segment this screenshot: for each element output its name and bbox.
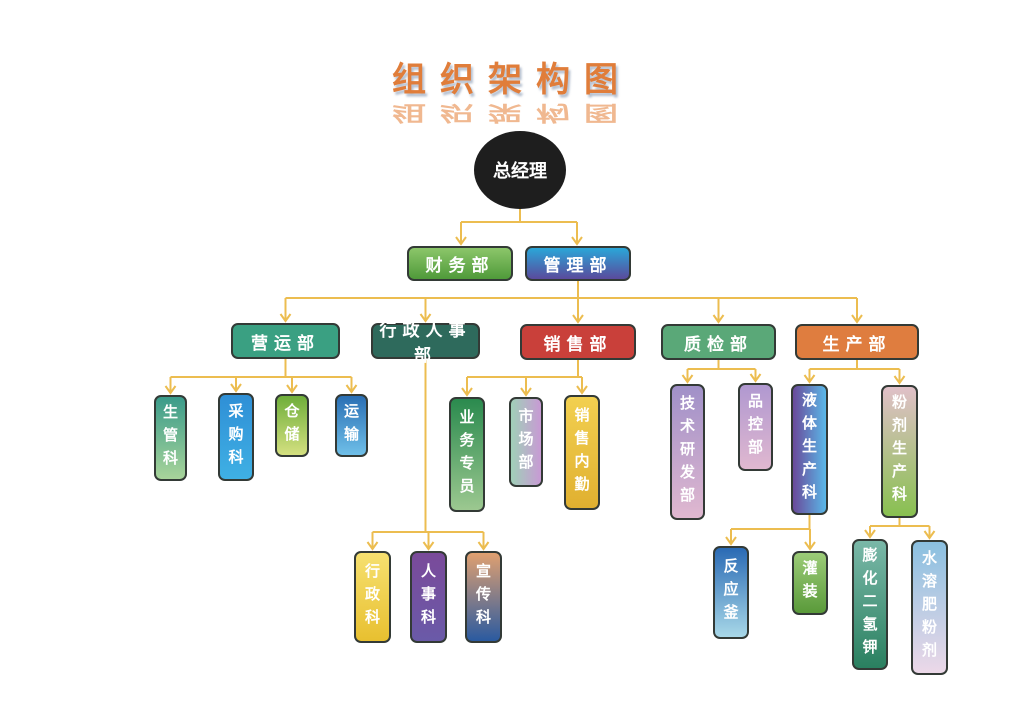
arrow-head-icon	[851, 314, 863, 324]
node-administration[interactable]: 行政科	[354, 551, 391, 643]
arrow-head-icon	[803, 374, 816, 384]
node-general-manager[interactable]: 总经理	[474, 131, 566, 209]
node-liquid-production[interactable]: 液体生产科	[791, 384, 828, 515]
arrow-head-icon	[576, 385, 588, 395]
arrow-head-icon	[279, 313, 292, 323]
node-finance-dept[interactable]: 财务部	[407, 246, 513, 281]
arrow-head-icon	[461, 387, 473, 397]
node-publicity[interactable]: 宣传科	[465, 551, 502, 643]
node-sales-rep[interactable]: 业务专员	[449, 397, 485, 512]
arrow-head-icon	[419, 313, 432, 323]
chart-title: 组织架构图	[392, 60, 632, 100]
arrow-head-icon	[864, 529, 876, 539]
node-sales-office[interactable]: 销售内勤	[564, 395, 600, 510]
node-filling[interactable]: 灌装	[792, 551, 828, 615]
arrow-head-icon	[164, 385, 177, 395]
arrow-head-icon	[477, 541, 490, 551]
node-warehouse[interactable]: 仓储	[275, 394, 309, 457]
node-operations-dept[interactable]: 营运部	[231, 323, 340, 359]
arrow-head-icon	[571, 236, 583, 246]
node-admin-hr-dept[interactable]: 行政人事部	[371, 321, 480, 366]
node-quality-control[interactable]: 品控部	[738, 383, 773, 471]
arrow-head-icon	[804, 541, 816, 551]
node-management-dept[interactable]: 管理部	[525, 246, 631, 281]
arrow-head-icon	[749, 373, 762, 383]
arrow-head-icon	[366, 541, 379, 551]
arrow-head-icon	[893, 375, 906, 385]
node-rnd[interactable]: 技术研发部	[670, 384, 705, 520]
arrow-head-icon	[923, 530, 936, 540]
arrow-head-icon	[681, 374, 694, 384]
arrow-head-icon	[422, 541, 435, 551]
node-sales-dept[interactable]: 销售部	[520, 324, 636, 360]
node-personnel[interactable]: 人事科	[410, 551, 447, 643]
arrow-head-icon	[712, 314, 725, 324]
node-powder-production[interactable]: 粉剂生产科	[881, 385, 918, 518]
node-marketing[interactable]: 市场部	[509, 397, 543, 487]
node-purchasing[interactable]: 采购科	[218, 393, 254, 481]
arrow-head-icon	[455, 236, 467, 246]
node-production-management[interactable]: 生管科	[154, 395, 187, 481]
node-quality-dept[interactable]: 质检部	[661, 324, 776, 360]
arrow-head-icon	[520, 387, 532, 397]
node-transport[interactable]: 运输	[335, 394, 368, 457]
arrow-head-icon	[572, 314, 584, 324]
arrow-head-icon	[725, 536, 737, 546]
node-reactor[interactable]: 反应釜	[713, 546, 749, 639]
node-production-dept[interactable]: 生产部	[795, 324, 919, 360]
arrow-head-icon	[230, 383, 242, 393]
node-water-soluble-powder[interactable]: 水溶肥粉剂	[911, 540, 948, 675]
arrow-head-icon	[345, 384, 358, 394]
arrow-head-icon	[286, 384, 298, 394]
node-puffed-kdp[interactable]: 膨化二氢钾	[852, 539, 888, 670]
